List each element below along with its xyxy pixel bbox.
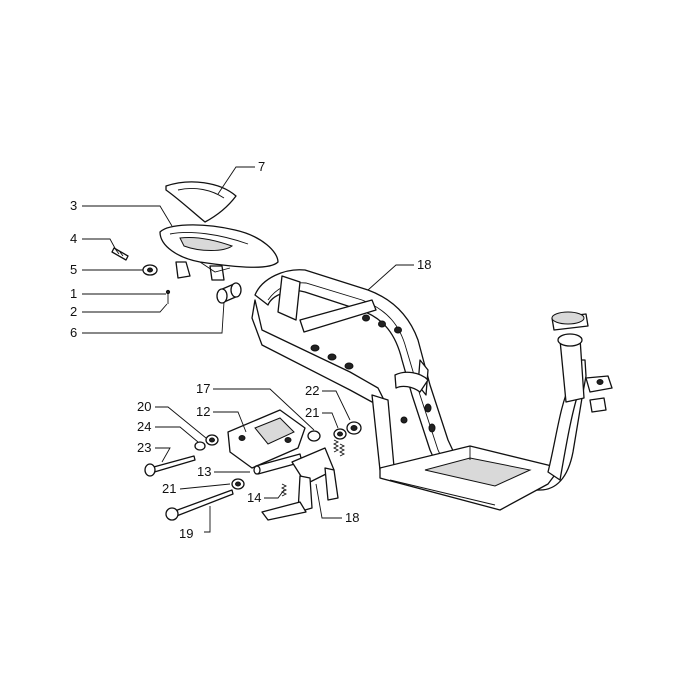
callout-2: 2 [70,304,77,319]
callout-1: 1 [70,286,77,301]
callout-21-right: 21 [305,405,319,420]
bolt-short-part [144,455,196,477]
spring-part [280,439,346,497]
seat-plate-part [165,181,237,223]
callout-7: 7 [258,159,265,174]
bracket-plate-part [227,409,306,469]
bolt-long-part [165,489,234,521]
pin-part [165,289,171,304]
callout-21-upper-left: 20 [137,399,151,414]
nut-lower-part [231,478,245,490]
callout-23: 23 [137,440,151,455]
callout-20: 19 [179,526,193,541]
callout-4: 4 [70,231,77,246]
callout-18: 18 [417,257,431,272]
scooter-frame-part [251,269,613,511]
callout-19: 18 [345,510,359,525]
callout-5: 5 [70,262,77,277]
callout-24: 24 [137,419,151,434]
callout-22: 22 [305,383,319,398]
rear-rack-part [159,224,279,281]
callout-17: 17 [196,381,210,396]
callout-14: 14 [247,490,261,505]
callout-21-lower-left: 21 [162,481,176,496]
callout-3: 3 [70,198,77,213]
center-stand-part [261,447,339,521]
nut-part [333,421,362,440]
leader-lines [82,166,414,533]
screw-part [111,247,129,261]
washer-nut-left-part [194,434,219,451]
rubber-ring-part [307,430,321,442]
bushing-part [216,282,242,304]
callout-6: 6 [70,325,77,340]
washer-part [142,264,158,276]
callout-13: 13 [197,464,211,479]
callout-12: 12 [196,404,210,419]
